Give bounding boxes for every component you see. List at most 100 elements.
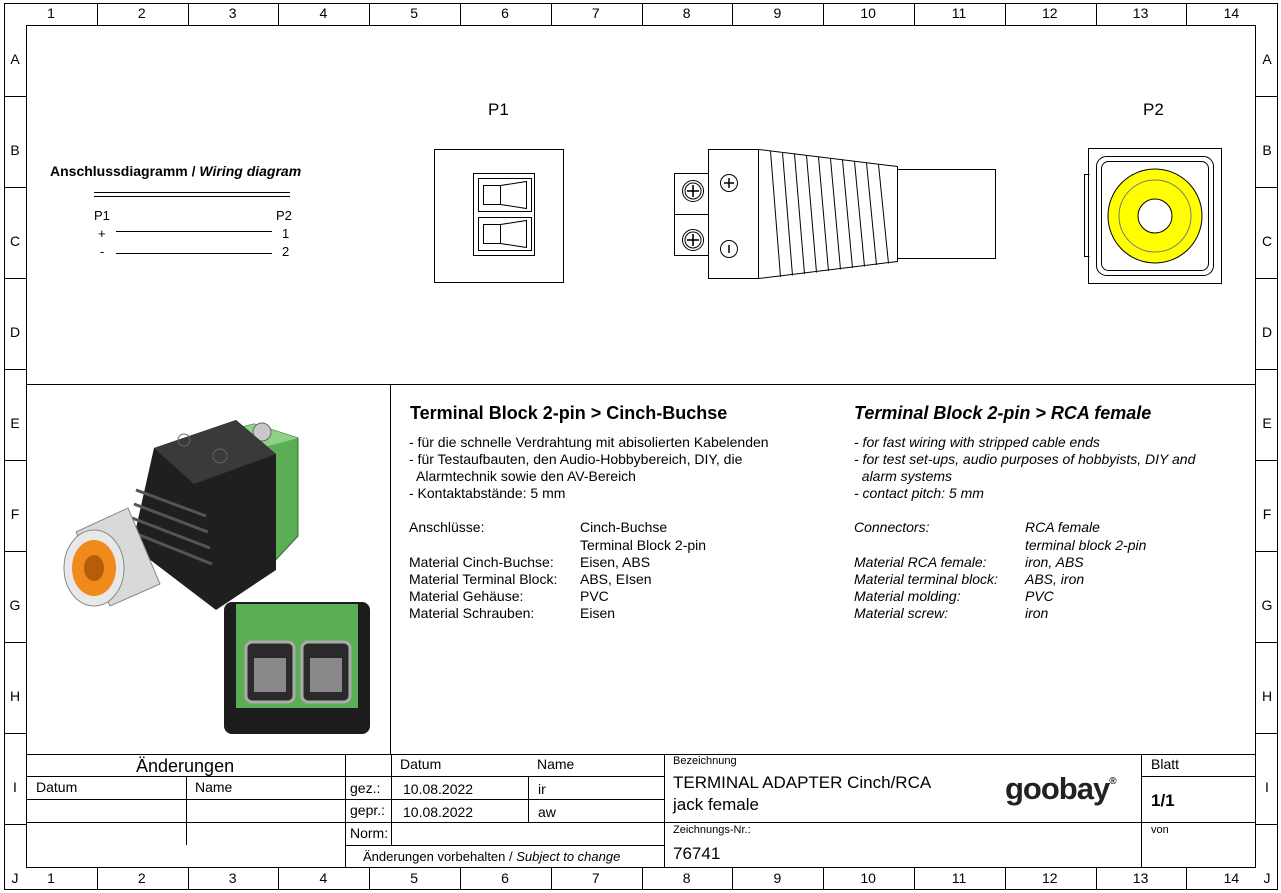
grid-column-number: 6 — [501, 870, 509, 886]
grid-column-number: 4 — [319, 5, 328, 21]
grid-column-number: 11 — [951, 5, 967, 21]
grid-column-tick — [823, 868, 824, 890]
grid-column-number: 14 — [1223, 870, 1240, 886]
brand-registered-icon: ® — [1109, 776, 1116, 787]
spec-label-en: Material molding: — [854, 588, 961, 604]
tb-v-2 — [345, 754, 346, 868]
grid-column-number: 2 — [137, 5, 146, 21]
spec-label-de: Material Schrauben: — [409, 605, 535, 621]
designation-line-1: TERMINAL ADAPTER Cinch/RCA — [673, 773, 932, 792]
grid-column-tick — [551, 868, 552, 890]
changes-header: Änderungen — [136, 756, 235, 776]
grid-row-letter: B — [1262, 142, 1272, 158]
tb-v-4 — [528, 776, 529, 822]
brand-logo-text: goobay — [1005, 771, 1110, 806]
designation-line-2: jack female — [673, 795, 759, 814]
spec-value-de: PVC — [580, 588, 609, 604]
grid-row-tick — [4, 551, 26, 552]
grid-column-number: 4 — [319, 870, 328, 886]
grid-column-number: 7 — [591, 870, 600, 886]
drawn-name: ir — [538, 781, 546, 797]
grid-row-letter: H — [9, 688, 21, 704]
grid-row-tick — [4, 824, 26, 825]
grid-column-tick — [551, 3, 552, 25]
wiring-rule-1 — [94, 192, 290, 193]
spec-value-en: iron — [1025, 605, 1049, 621]
spec-label-de: Anschlüsse: — [409, 519, 485, 535]
spec-value-de: Eisen — [580, 605, 616, 621]
p2-rca-front-view — [1084, 148, 1222, 284]
grid-column-tick — [1005, 3, 1006, 25]
grid-row-letter: D — [1261, 324, 1273, 340]
grid-column-tick — [1186, 868, 1187, 890]
grid-row-letter: J — [11, 870, 19, 886]
grid-column-tick — [97, 868, 98, 890]
wiring-row-2-left: - — [100, 244, 105, 259]
sheet-value: 1/1 — [1151, 791, 1175, 810]
description-de-bullet: - Kontaktabstände: 5 mm — [409, 485, 566, 501]
wiring-title-de: Anschlussdiagramm / — [50, 163, 196, 179]
checked-label: gepr.: — [350, 802, 386, 818]
description-de-bullet: Alarmtechnik sowie den AV-Bereich — [409, 468, 636, 484]
norm-label: Norm: — [350, 825, 389, 841]
grid-row-letter: D — [9, 324, 21, 340]
grid-row-tick — [4, 369, 26, 370]
product-photo — [63, 420, 370, 734]
grid-row-letter: A — [1262, 51, 1272, 67]
grid-row-tick — [1256, 369, 1278, 370]
disclaimer-en: Subject to change — [516, 849, 621, 864]
grid-row-tick — [1256, 642, 1278, 643]
sheet-label: Blatt — [1151, 756, 1180, 772]
grid-column-number: 14 — [1223, 5, 1240, 21]
grid-column-number: 3 — [228, 5, 237, 21]
disclaimer: Änderungen vorbehalten / Subject to chan… — [363, 850, 620, 863]
grid-row-letter: J — [1263, 870, 1271, 886]
checked-name: aw — [538, 804, 556, 820]
spec-label-en: Material screw: — [854, 605, 949, 621]
grid-column-tick — [642, 3, 643, 25]
disclaimer-de: Änderungen vorbehalten / — [363, 849, 513, 864]
p1-terminal-view — [434, 149, 564, 283]
grid-row-letter: A — [10, 51, 20, 67]
grid-column-number: 5 — [410, 870, 419, 886]
grid-column-number: 7 — [591, 5, 600, 21]
screw-icon-top — [682, 180, 704, 202]
side-view-drawing — [674, 149, 996, 279]
spec-value-de: Eisen, ABS — [580, 554, 651, 570]
spec-label-en: Connectors: — [854, 519, 930, 535]
grid-column-number: 3 — [228, 870, 237, 886]
grid-column-tick — [732, 3, 733, 25]
grid-column-tick — [278, 868, 279, 890]
grid-row-letter: F — [1262, 506, 1272, 522]
plus-polarity-icon — [720, 174, 738, 192]
grid-column-tick — [188, 3, 189, 25]
grid-column-number: 13 — [1132, 5, 1149, 21]
grid-column-tick — [914, 868, 915, 890]
grid-column-number: 6 — [501, 5, 509, 21]
grid-row-letter: F — [10, 506, 20, 522]
col-date-label: Datum — [400, 756, 442, 772]
grid-row-tick — [1256, 824, 1278, 825]
description-en-bullet: - contact pitch: 5 mm — [854, 485, 984, 501]
grid-row-letter: I — [1265, 779, 1269, 795]
tb-v-3 — [391, 754, 392, 845]
spec-value-de: Terminal Block 2-pin — [580, 537, 707, 553]
grid-row-letter: E — [10, 415, 20, 431]
changes-name-label: Name — [195, 779, 233, 795]
grid-column-tick — [914, 3, 915, 25]
grid-row-tick — [4, 642, 26, 643]
grid-column-number: 1 — [47, 5, 55, 21]
wiring-p2-label: P2 — [276, 208, 292, 223]
spec-label-en: Material terminal block: — [854, 571, 998, 587]
grid-column-number: 2 — [137, 870, 146, 886]
grid-column-number: 8 — [682, 870, 691, 886]
tb-line-r3 — [345, 845, 664, 846]
grid-row-letter: G — [1261, 597, 1273, 613]
grid-column-number: 9 — [773, 5, 782, 21]
spec-value-de: ABS, EIsen — [580, 571, 652, 587]
spec-value-de: Cinch-Buchse — [580, 519, 668, 535]
spec-value-en: RCA female — [1025, 519, 1100, 535]
drawn-label: gez.: — [350, 780, 381, 796]
grid-column-tick — [642, 868, 643, 890]
tb-line-r2 — [26, 822, 1256, 823]
